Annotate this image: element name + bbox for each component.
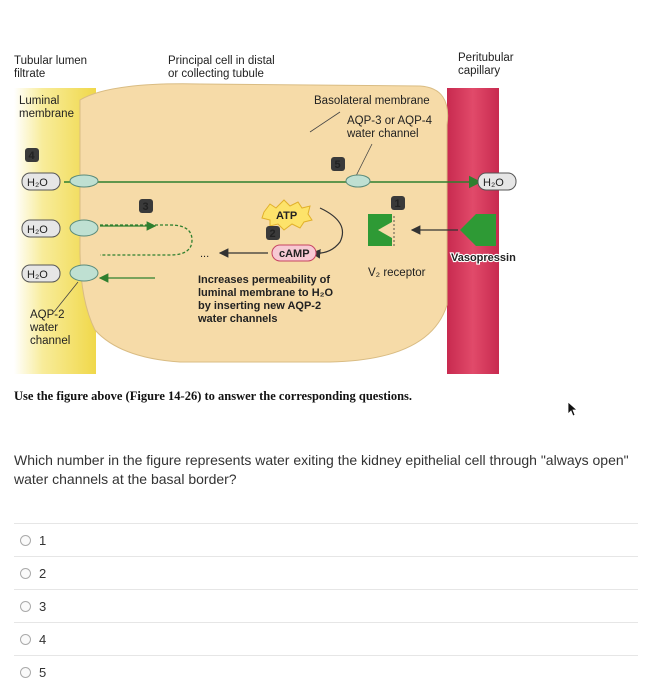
svg-text:H₂O: H₂O — [27, 224, 48, 236]
aqp2-pointer — [53, 281, 79, 313]
svg-text:H₂O: H₂O — [27, 177, 48, 189]
vasopressin-label: Vasopressin — [451, 252, 516, 264]
option-5[interactable]: 5 — [14, 655, 638, 688]
radio-button-5[interactable] — [20, 666, 31, 678]
h2o-capillary: H₂O — [477, 172, 517, 191]
number-badge-4: 4 — [25, 148, 39, 162]
number-badge-3: 3 — [139, 199, 153, 213]
option-label-2: 2 — [39, 565, 47, 581]
basolateral-pointer — [309, 111, 341, 133]
svg-text:4: 4 — [29, 150, 36, 162]
option-label-5: 5 — [39, 664, 47, 680]
option-label-3: 3 — [39, 598, 47, 614]
aqp2-channels — [69, 174, 371, 282]
option-label-4: 4 — [39, 631, 47, 647]
h2o-luminal-2: H₂O — [21, 219, 61, 238]
radio-button-4[interactable] — [20, 633, 31, 645]
peritubular-capillary-label: Peritubular capillary — [458, 52, 517, 77]
number-badge-1: 1 — [391, 196, 405, 210]
option-2[interactable]: 2 — [14, 556, 638, 589]
luminal-membrane-label: Luminal membrane — [19, 95, 74, 120]
svg-text:2: 2 — [270, 228, 276, 240]
aqp34-label: AQP-3 or AQP-4 water channel — [346, 115, 435, 140]
v2-receptor-label: V₂ receptor — [368, 267, 426, 279]
option-label-1: 1 — [39, 532, 47, 548]
figure-14-26: ... ATP cAMP H₂O H₂O H₂O H₂O 4 3 2 — [14, 52, 517, 374]
svg-text:5: 5 — [335, 159, 341, 171]
v2-receptor — [368, 214, 392, 246]
h2o-luminal-3: H₂O — [21, 264, 61, 283]
radio-button-3[interactable] — [20, 600, 31, 612]
svg-text:H₂O: H₂O — [27, 269, 48, 281]
radio-button-1[interactable] — [20, 534, 31, 546]
number-badge-2: 2 — [266, 226, 280, 240]
dots: ... — [200, 248, 209, 260]
principal-cell — [79, 83, 449, 363]
svg-text:1: 1 — [395, 198, 401, 210]
aqp2-label: AQP-2 water channel — [29, 309, 70, 347]
question-text: Which number in the figure represents wa… — [14, 452, 629, 487]
atp-label: ATP — [276, 210, 297, 222]
vasopressin-molecule — [460, 214, 496, 246]
camp-label: cAMP — [279, 248, 310, 260]
svg-text:3: 3 — [143, 201, 149, 213]
tubular-lumen-label: Tubular lumen filtrate — [14, 55, 90, 80]
figure-caption: Use the figure above (Figure 14-26) to a… — [14, 389, 413, 403]
increases-permeability-label: Increases permeability of luminal membra… — [197, 274, 336, 325]
number-badge-5: 5 — [331, 157, 345, 171]
vesicle-pathway-outer — [100, 224, 193, 256]
principal-cell-label: Principal cell in distal or collecting t… — [168, 55, 278, 80]
camp-pill — [271, 244, 317, 262]
basolateral-membrane-label: Basolateral membrane — [314, 95, 430, 107]
mouse-cursor-icon — [567, 401, 579, 417]
option-3[interactable]: 3 — [14, 589, 638, 622]
aqp34-pointer — [355, 143, 373, 177]
option-4[interactable]: 4 — [14, 622, 638, 655]
atp-to-camp-curve — [310, 207, 344, 259]
radio-button-2[interactable] — [20, 567, 31, 579]
h2o-luminal-1: H₂O — [21, 172, 61, 191]
svg-text:H₂O: H₂O — [483, 177, 504, 189]
option-1[interactable]: 1 — [14, 523, 638, 556]
